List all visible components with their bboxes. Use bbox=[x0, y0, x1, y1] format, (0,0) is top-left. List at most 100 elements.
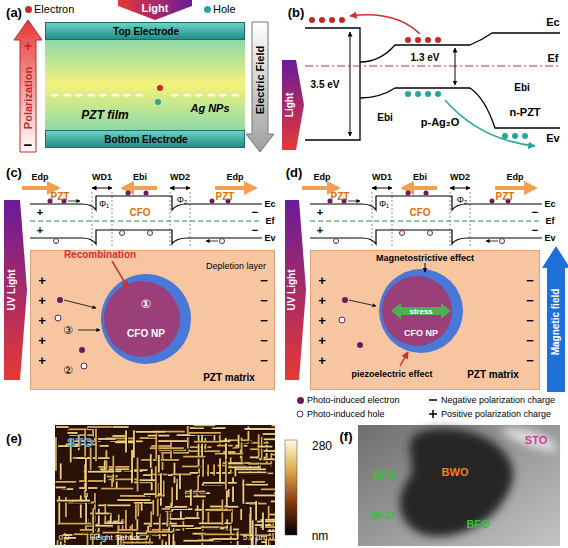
text-label: Edp bbox=[314, 173, 331, 182]
afm-shadow bbox=[204, 534, 236, 536]
afm-shadow bbox=[188, 428, 205, 430]
afm-shadow bbox=[177, 480, 179, 501]
afm-stripe bbox=[161, 540, 163, 545]
text-label: − bbox=[260, 274, 268, 287]
text-label: BWO bbox=[442, 467, 469, 478]
text-label: Ef bbox=[266, 217, 275, 226]
afm-stripe bbox=[160, 473, 162, 506]
afm-shadow bbox=[173, 474, 192, 476]
text-label: 1.3 eV bbox=[411, 53, 440, 63]
afm-shadow bbox=[61, 542, 63, 545]
afm-stripe bbox=[152, 474, 167, 476]
afm-shadow bbox=[241, 443, 270, 445]
afm-shadow bbox=[213, 428, 227, 430]
text-label: WD1 bbox=[372, 173, 392, 182]
legend-text: Photo-induced hole bbox=[307, 410, 385, 419]
afm-shadow bbox=[91, 449, 93, 471]
afm-shadow bbox=[153, 501, 155, 516]
afm-stripe bbox=[209, 509, 231, 511]
afm-shadow bbox=[172, 488, 174, 507]
text-label: Ef bbox=[546, 217, 555, 226]
legend-swatch bbox=[297, 397, 304, 404]
afm-shadow bbox=[134, 432, 167, 434]
afm-shadow bbox=[159, 441, 189, 443]
afm-stripe bbox=[217, 445, 233, 447]
afm-shadow bbox=[168, 526, 195, 528]
afm-stripe bbox=[150, 447, 184, 449]
afm-shadow bbox=[202, 436, 204, 458]
afm-stripe bbox=[259, 458, 275, 460]
afm-shadow bbox=[86, 459, 88, 492]
afm-stripe bbox=[131, 450, 133, 483]
afm-shadow bbox=[80, 488, 98, 490]
afm-stripe bbox=[150, 511, 152, 527]
afm-stripe bbox=[115, 440, 143, 442]
afm-shadow bbox=[228, 464, 245, 466]
text-label: (f) bbox=[340, 430, 353, 443]
afm-stripe bbox=[190, 472, 199, 474]
afm-shadow bbox=[186, 518, 201, 520]
text-label: BFO bbox=[370, 510, 393, 521]
stress-arrow bbox=[391, 303, 451, 319]
afm-stripe bbox=[117, 499, 150, 501]
legend-symbol bbox=[428, 409, 438, 419]
afm-stripe bbox=[230, 457, 232, 473]
afm-stripe bbox=[263, 450, 275, 452]
afm-shadow bbox=[236, 469, 266, 471]
afm-stripe bbox=[106, 452, 108, 469]
afm-shadow bbox=[102, 489, 134, 491]
nanoparticle-circle: stressCFO NP bbox=[379, 269, 463, 353]
afm-shadow bbox=[96, 430, 98, 462]
text-label: + bbox=[37, 207, 43, 218]
text-label: + bbox=[317, 225, 323, 236]
afm-shadow bbox=[95, 439, 117, 441]
text-label: Light bbox=[285, 93, 295, 117]
afm-shadow bbox=[87, 526, 115, 528]
afm-stripe bbox=[272, 425, 275, 427]
text-label: + bbox=[318, 274, 326, 287]
afm-stripe bbox=[141, 502, 143, 511]
text-label: WD1 bbox=[92, 173, 112, 182]
afm-stripe bbox=[238, 471, 266, 473]
afm-stripe bbox=[146, 531, 173, 533]
text-label: Ef bbox=[548, 53, 559, 64]
afm-stripe bbox=[254, 495, 275, 497]
afm-shadow bbox=[256, 502, 258, 521]
text-label: piezoelectric effect bbox=[351, 370, 432, 379]
afm-shadow bbox=[99, 505, 131, 507]
afm-shadow bbox=[253, 482, 266, 484]
legend-swatch bbox=[204, 6, 211, 13]
afm-stripe bbox=[235, 468, 265, 470]
afm-shadow bbox=[208, 466, 210, 478]
text-label: + bbox=[38, 314, 46, 327]
text-label: − bbox=[526, 314, 534, 327]
afm-stripe bbox=[87, 426, 112, 428]
afm-shadow bbox=[269, 531, 275, 533]
afm-stripe bbox=[231, 507, 233, 522]
afm-shadow bbox=[188, 427, 190, 449]
text-label: − bbox=[260, 334, 268, 347]
afm-shadow bbox=[273, 426, 275, 428]
text-label: STO bbox=[525, 435, 547, 446]
afm-shadow bbox=[65, 545, 67, 546]
afm-stripe bbox=[240, 509, 242, 520]
afm-stripe bbox=[201, 527, 228, 529]
afm-shadow bbox=[78, 458, 111, 460]
afm-stripe bbox=[274, 492, 275, 494]
afm-stripe bbox=[257, 521, 275, 523]
afm-shadow bbox=[134, 431, 136, 458]
afm-shadow bbox=[250, 504, 267, 506]
text-label: + bbox=[38, 354, 46, 367]
legend-swatch bbox=[25, 6, 32, 13]
text-label: − bbox=[24, 137, 33, 152]
afm-stripe bbox=[155, 433, 157, 459]
node-text: ① bbox=[141, 298, 151, 310]
afm-shadow bbox=[69, 502, 95, 504]
node-text: Bottom Electrode bbox=[104, 135, 187, 145]
afm-stripe bbox=[162, 508, 170, 510]
text-label: + bbox=[318, 334, 326, 347]
afm-shadow bbox=[195, 425, 216, 427]
afm-stripe bbox=[123, 542, 154, 544]
afm-stripe bbox=[203, 482, 237, 484]
afm-shadow bbox=[57, 487, 67, 489]
